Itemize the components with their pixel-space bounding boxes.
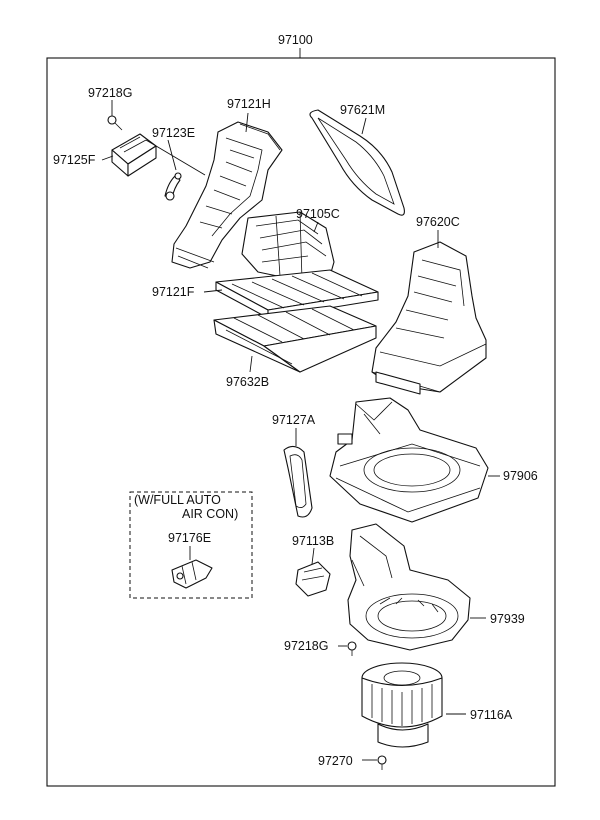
part-97176e-sensor[interactable] — [171, 559, 213, 589]
part-97123e-link[interactable] — [164, 172, 182, 201]
label-97939: 97939 — [490, 612, 525, 626]
option-box-line2: AIR CON) — [182, 507, 238, 521]
part-97127a-gasket[interactable] — [283, 445, 313, 518]
part-97906-blower-upper-case[interactable] — [329, 397, 489, 523]
part-97939-blower-scroll[interactable] — [347, 523, 471, 651]
label-97632b: 97121F — [152, 285, 195, 299]
label-97113b: 97113B — [292, 534, 334, 548]
part-97620c-filter-frame[interactable] — [213, 305, 377, 373]
leader-97113b — [311, 547, 315, 565]
option-box — [129, 491, 253, 599]
part-97121h-case-left[interactable] — [171, 121, 283, 269]
leader-97121h — [245, 112, 249, 133]
assembly-number: 97100 — [278, 33, 313, 47]
part-97218g-screw-top[interactable] — [107, 115, 123, 131]
part-97125f-actuator[interactable] — [111, 133, 157, 177]
label-97123e: 97123E — [152, 126, 195, 140]
part-97270-screw[interactable] — [377, 755, 387, 770]
part-97218g-screw-bottom[interactable] — [347, 641, 357, 656]
label-97620c: 97632B — [226, 375, 269, 389]
option-box-line1: (W/FULL AUTO — [134, 493, 221, 507]
label-97906: 97906 — [503, 469, 538, 483]
leader-97621m — [361, 117, 367, 135]
label-97125f: 97125F — [53, 153, 96, 167]
leader-97125f — [101, 155, 114, 161]
part-97116a-blower-motor[interactable] — [361, 662, 443, 748]
label-97621m: 97621M — [340, 103, 385, 117]
label-97127a: 97127A — [272, 413, 316, 427]
part-97113b-resistor[interactable] — [295, 561, 331, 597]
leader-97105c — [313, 221, 319, 233]
label-97218g-bottom: 97218G — [284, 639, 328, 653]
assembly-frame — [46, 57, 556, 787]
label-97121f: 97620C — [416, 215, 460, 229]
part-97621m-seal[interactable] — [309, 109, 405, 216]
leader-97632b — [203, 289, 223, 293]
leader-97123e — [167, 139, 177, 171]
label-97218g-top: 97218G — [88, 86, 132, 100]
label-97105c: 97105C — [296, 207, 340, 221]
label-97270: 97270 — [318, 754, 353, 768]
leader-97620c — [249, 355, 253, 373]
label-97116a: 97116A — [470, 708, 513, 722]
leader-97125f-to-case — [145, 139, 206, 176]
label-97121h: 97121H — [227, 97, 271, 111]
part-97121f-case-right[interactable] — [371, 241, 487, 395]
label-97176e: 97176E — [168, 531, 211, 545]
part-97105c-core[interactable] — [241, 211, 335, 283]
